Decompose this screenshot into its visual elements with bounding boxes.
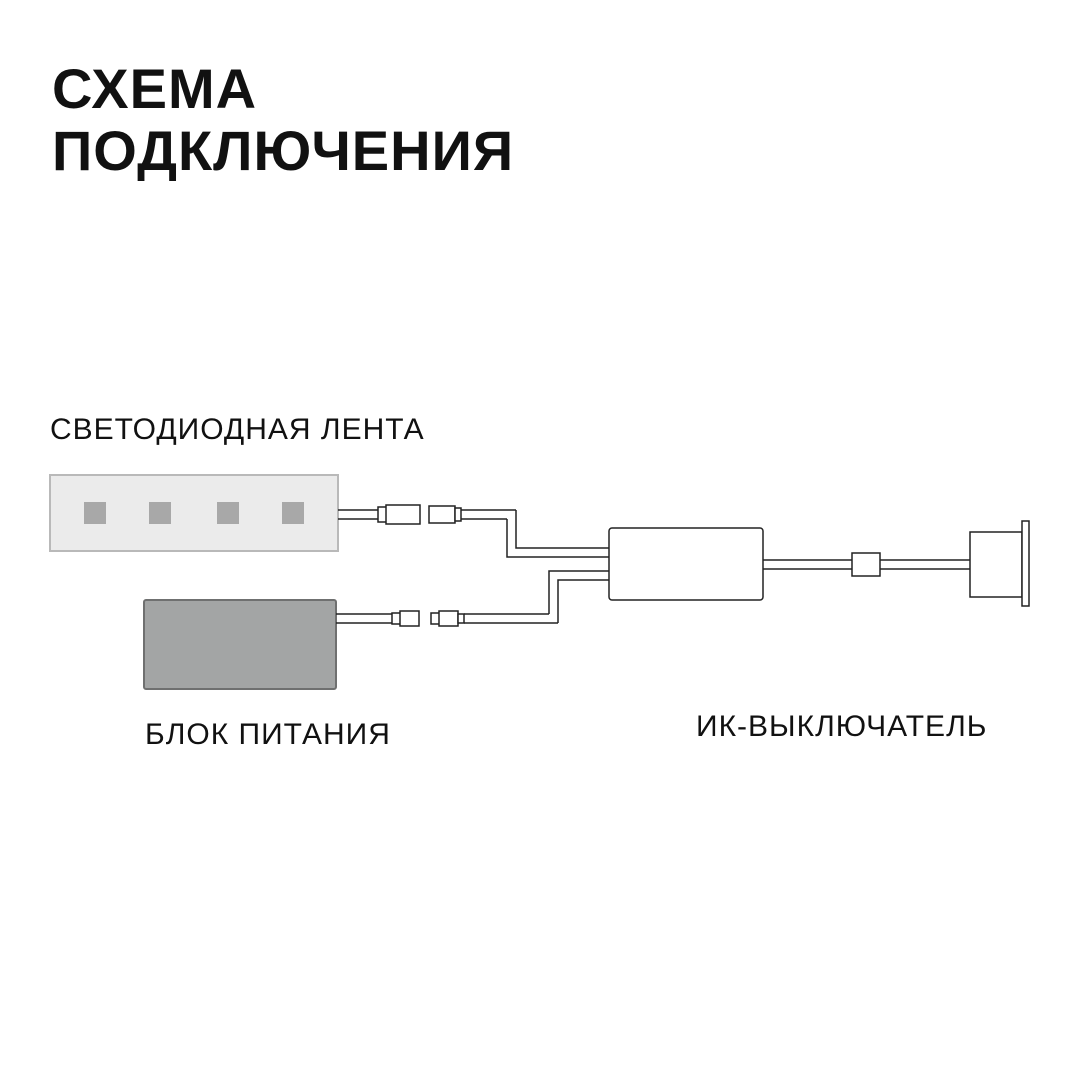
led-chip — [149, 502, 171, 524]
page-title: СХЕМА ПОДКЛЮЧЕНИЯ — [52, 58, 514, 182]
ir-switch-cable-connector — [851, 552, 881, 577]
title-line-1: СХЕМА — [52, 57, 258, 120]
ir-switch-cable — [763, 559, 970, 570]
ir-switch-label: ИК-ВЫКЛЮЧАТЕЛЬ — [696, 710, 988, 743]
led-chip — [84, 502, 106, 524]
ir-switch — [969, 520, 1030, 607]
led-chip — [217, 502, 239, 524]
controller-box — [608, 527, 764, 601]
power-supply-cable — [336, 570, 609, 624]
led-chip — [282, 502, 304, 524]
led-strip-connector — [377, 504, 462, 525]
title-line-2: ПОДКЛЮЧЕНИЯ — [52, 119, 515, 182]
led-strip — [49, 474, 339, 552]
power-supply-body — [143, 599, 337, 690]
led-strip-label: СВЕТОДИОДНАЯ ЛЕНТА — [50, 413, 425, 446]
led-strip-cable — [338, 509, 609, 558]
power-supply — [143, 599, 337, 690]
power-supply-connector — [391, 610, 465, 627]
power-supply-label: БЛОК ПИТАНИЯ — [145, 718, 391, 751]
